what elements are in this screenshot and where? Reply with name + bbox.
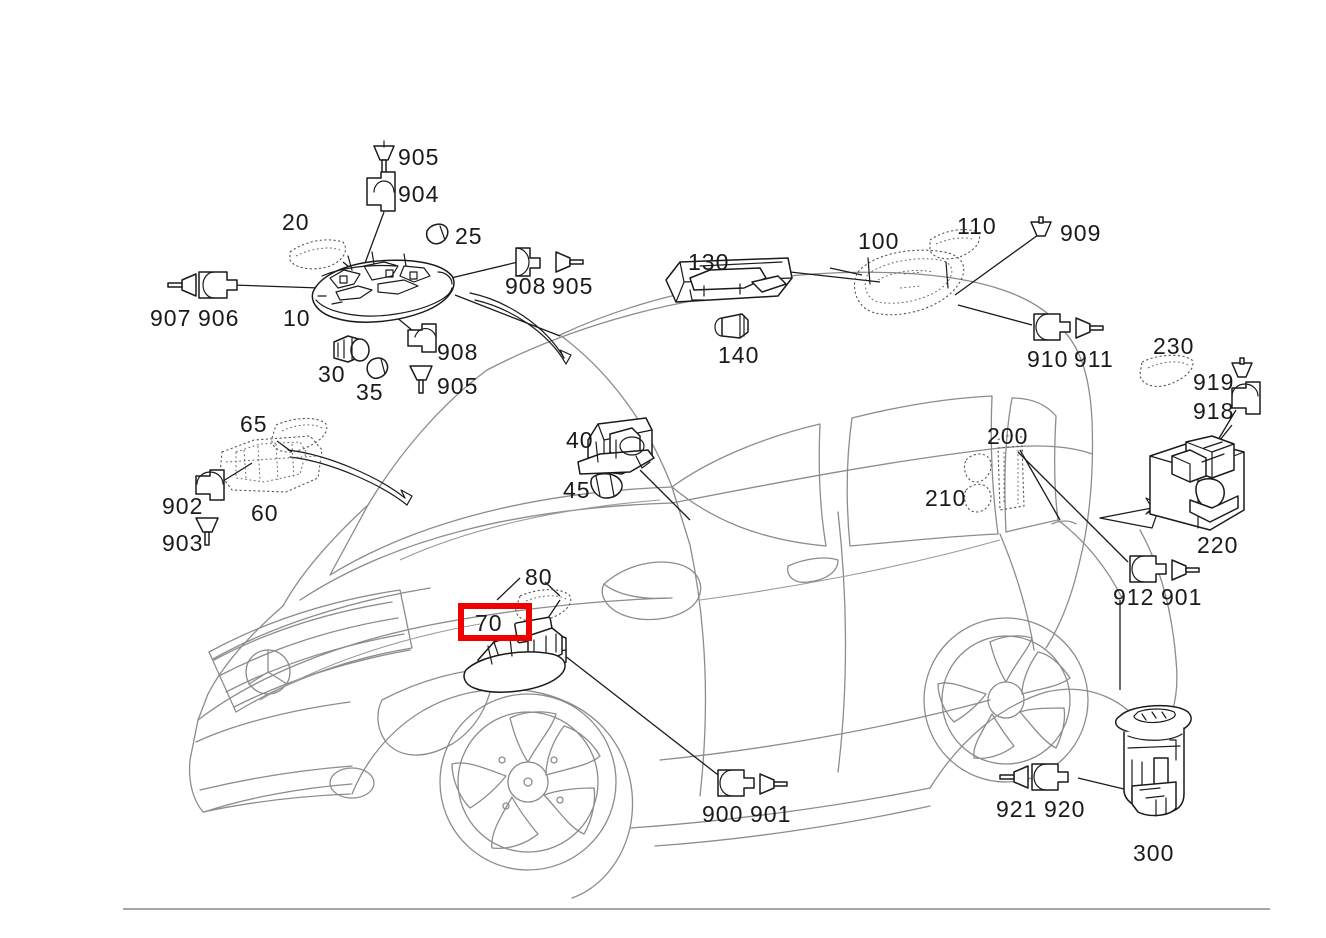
- icon-909: [1030, 216, 1052, 237]
- callout-label-901-a: 901: [750, 801, 792, 827]
- icon-35: [366, 357, 389, 380]
- callout-label-80: 80: [525, 564, 553, 590]
- leader-lines: [211, 176, 1237, 791]
- callout-label-60: 60: [251, 500, 279, 526]
- callout-label-25: 25: [455, 223, 483, 249]
- callout-label-30: 30: [318, 361, 346, 387]
- callout-label-920: 920: [1044, 796, 1086, 822]
- icon-918: [1231, 381, 1261, 415]
- icon-921: [999, 765, 1029, 789]
- callout-label-918: 918: [1193, 398, 1235, 424]
- icon-905-top: [373, 140, 395, 175]
- icon-912: [1129, 555, 1167, 583]
- icon-40: [577, 417, 655, 475]
- callout-label-905-top: 905: [398, 144, 440, 170]
- icon-906: [198, 271, 238, 299]
- icon-20: [289, 239, 347, 270]
- icon-908-b: [407, 323, 437, 353]
- icon-300: [1115, 704, 1192, 817]
- callout-label-912: 912: [1113, 584, 1155, 610]
- icon-908-a: [515, 247, 541, 277]
- icon-70-switch-module: [463, 616, 567, 693]
- highlight-box-part-70[interactable]: [458, 603, 532, 641]
- callout-label-910: 910: [1027, 346, 1069, 372]
- icon-920: [1031, 763, 1069, 791]
- callout-label-904: 904: [398, 181, 440, 207]
- callout-label-908-b: 908: [437, 339, 479, 365]
- callout-label-200: 200: [987, 423, 1029, 449]
- icon-220: [1149, 435, 1245, 531]
- callout-label-40: 40: [566, 427, 594, 453]
- callout-label-100: 100: [858, 228, 900, 254]
- callout-label-902: 902: [162, 493, 204, 519]
- callout-label-220: 220: [1197, 532, 1239, 558]
- icon-210: [963, 453, 992, 513]
- icon-910: [1033, 313, 1071, 341]
- icon-901-a: [759, 773, 788, 795]
- icon-140: [714, 313, 749, 339]
- callout-label-35: 35: [356, 379, 384, 405]
- callout-label-921: 921: [996, 796, 1038, 822]
- callout-label-900: 900: [702, 801, 744, 827]
- callout-label-919: 919: [1193, 369, 1235, 395]
- icon-905-b: [555, 251, 584, 273]
- vehicle-outline: [188, 271, 1178, 899]
- callout-label-110: 110: [957, 213, 997, 239]
- callout-label-911: 911: [1074, 346, 1114, 372]
- icon-200: [997, 434, 1027, 511]
- callout-label-907: 907: [150, 305, 192, 331]
- icon-900: [717, 769, 755, 797]
- callout-label-901-b: 901: [1161, 584, 1203, 610]
- icon-911: [1075, 317, 1104, 339]
- bottom-divider: [123, 908, 1270, 910]
- icon-30: [333, 335, 370, 363]
- icon-902: [195, 469, 225, 501]
- callout-label-903: 903: [162, 530, 204, 556]
- icon-10-overhead-console: [311, 251, 455, 323]
- icon-65: [271, 417, 328, 453]
- icon-230: [1139, 354, 1194, 387]
- icon-919: [1231, 357, 1253, 378]
- callout-label-905-b: 905: [552, 273, 594, 299]
- callout-label-908-a: 908: [505, 273, 547, 299]
- icon-901-b: [1171, 559, 1200, 581]
- callout-label-210: 210: [925, 485, 967, 511]
- icon-25: [425, 223, 449, 245]
- icon-130: [665, 257, 793, 303]
- icon-907: [167, 273, 197, 297]
- icon-903: [195, 517, 219, 546]
- icon-80: [515, 589, 572, 623]
- callout-label-140: 140: [718, 342, 760, 368]
- callout-label-45: 45: [563, 477, 591, 503]
- callout-label-906: 906: [198, 305, 240, 331]
- icon-60: [219, 435, 323, 493]
- icon-45: [590, 473, 623, 499]
- callout-label-10: 10: [283, 305, 311, 331]
- icon-904: [366, 171, 396, 212]
- part-icons: [167, 140, 1261, 817]
- callout-label-230: 230: [1153, 333, 1195, 359]
- icon-905-c: [409, 365, 433, 394]
- callout-label-909: 909: [1060, 220, 1102, 246]
- callout-label-130: 130: [688, 249, 730, 275]
- callout-label-20: 20: [282, 209, 310, 235]
- icon-100: [854, 249, 965, 316]
- callout-label-300: 300: [1133, 840, 1175, 866]
- callout-label-905-c: 905: [437, 373, 479, 399]
- highlighted-part-number: 70: [475, 610, 503, 636]
- callout-label-65: 65: [240, 411, 268, 437]
- icon-110: [929, 229, 981, 260]
